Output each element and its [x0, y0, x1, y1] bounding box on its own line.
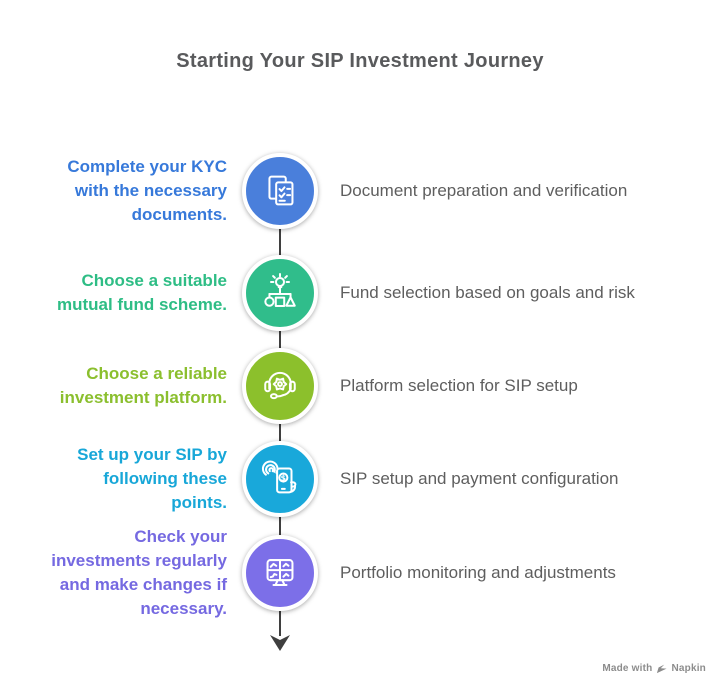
- arrow-down-icon: [270, 635, 290, 651]
- monitor-charts-icon: [266, 559, 294, 586]
- step-row-2: Choose a suitable mutual fund scheme. Fu…: [0, 243, 720, 343]
- step-4-description: SIP setup and payment configuration: [340, 469, 619, 488]
- made-with-napkin-watermark: Made with Napkin: [602, 663, 706, 674]
- step-1-description: Document preparation and verification: [340, 181, 628, 200]
- step-3-icon-circle: [242, 348, 318, 424]
- page-title: Starting Your SIP Investment Journey: [176, 50, 544, 72]
- step-row-4: Set up your SIP by following these point…: [0, 429, 720, 529]
- idea-shape-selection-icon: [264, 273, 296, 308]
- step-5-icon-circle: [242, 535, 318, 611]
- step-2-label: Choose a suitable mutual fund scheme.: [56, 270, 227, 314]
- svg-text:$: $: [281, 473, 286, 482]
- step-row-3: Choose a reliable investment platform. P…: [0, 336, 720, 436]
- step-3-description: Platform selection for SIP setup: [340, 376, 578, 395]
- step-2-description: Fund selection based on goals and risk: [340, 283, 635, 302]
- phone-payment-fingerprint-icon: $: [261, 460, 297, 494]
- watermark-brand: Napkin: [671, 663, 706, 674]
- step-1-icon-circle: [242, 153, 318, 229]
- step-4-label: Set up your SIP by following these point…: [77, 444, 227, 513]
- step-row-1: Complete your KYC with the necessary doc…: [0, 141, 720, 241]
- step-5-description: Portfolio monitoring and adjustments: [340, 563, 616, 582]
- napkin-logo-icon: [657, 664, 667, 673]
- step-1-label: Complete your KYC with the necessary doc…: [67, 156, 227, 225]
- step-4-icon-circle: $: [242, 441, 318, 517]
- watermark-prefix: Made with: [602, 663, 653, 674]
- headset-gear-support-icon: [264, 371, 296, 400]
- step-3-label: Choose a reliable investment platform.: [59, 363, 227, 407]
- step-row-5: Check your investments regularly and mak…: [0, 523, 720, 623]
- step-2-icon-circle: [242, 255, 318, 331]
- documents-checklist-icon: [268, 175, 294, 206]
- step-5-label: Check your investments regularly and mak…: [51, 526, 227, 619]
